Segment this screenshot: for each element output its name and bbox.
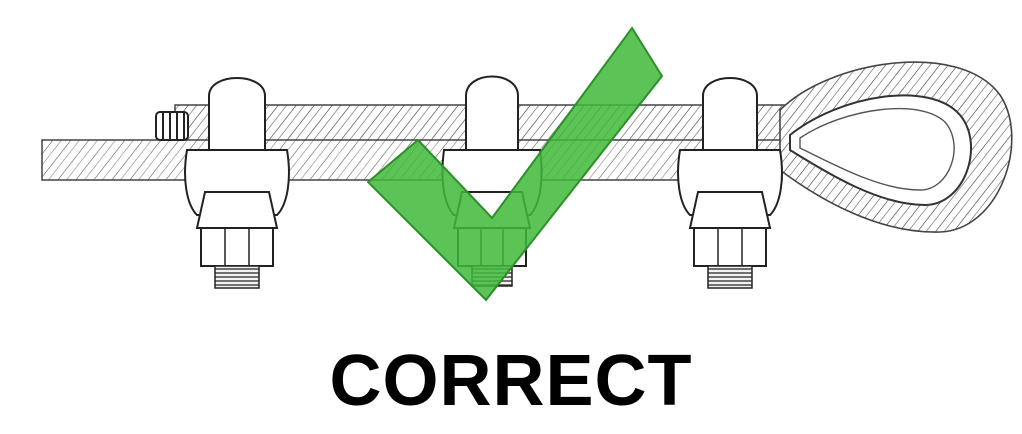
rope-end-cap: [155, 111, 189, 141]
rope-clip-3: [677, 77, 783, 289]
rope-clip-1: [184, 77, 290, 289]
rope-eye-loop: [779, 61, 1013, 233]
verdict-label: CORRECT: [329, 341, 693, 421]
wire-rope-clip-diagram: [41, 26, 1013, 302]
checkmark-icon: [366, 26, 664, 302]
